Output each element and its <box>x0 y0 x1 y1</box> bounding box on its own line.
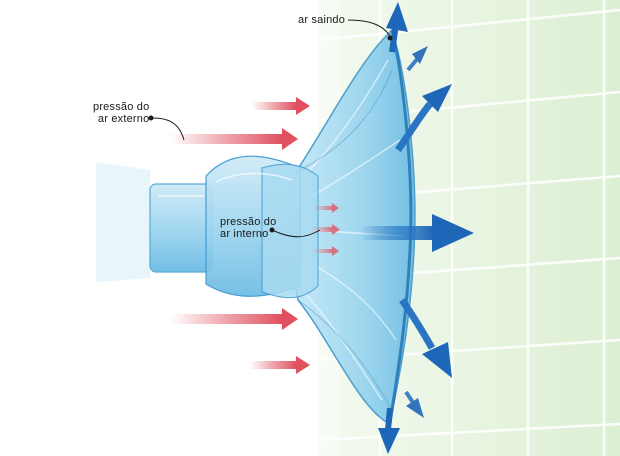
air-out-arrows <box>360 2 474 454</box>
label-external-pressure: pressão do ar externo <box>93 101 149 125</box>
internal-pressure-arrow <box>312 246 339 256</box>
air-out-arrow-bottom <box>378 407 400 454</box>
label-external-line2: ar externo <box>97 113 150 125</box>
callout-line-internal <box>271 229 321 238</box>
label-internal-pressure: pressão do ar interno <box>220 216 276 240</box>
callout-lines <box>148 19 393 238</box>
label-internal-line1: pressão do <box>220 216 277 228</box>
external-pressure-arrow <box>250 356 310 374</box>
callout-line-external <box>152 117 185 141</box>
internal-pressure-arrow <box>312 203 339 213</box>
external-pressure-arrow <box>170 308 298 330</box>
callout-dot-internal <box>269 227 275 233</box>
callout-dot-external <box>148 115 154 121</box>
label-air-out: ar saindo <box>298 14 345 26</box>
label-internal-line2: ar interno <box>220 228 269 240</box>
air-out-arrow-middle <box>360 214 474 252</box>
external-pressure-arrow <box>252 97 310 115</box>
suction-cup <box>290 28 416 426</box>
external-pressure-arrows <box>170 97 310 374</box>
label-external-line1: pressão do <box>93 101 150 113</box>
callout-dot-air-out <box>387 35 393 41</box>
air-out-arrow-upper <box>395 84 452 153</box>
label-air-out-text: ar saindo <box>298 14 346 26</box>
air-out-arrow-small-top <box>406 46 428 72</box>
air-out-arrow-small-bottom <box>404 390 424 418</box>
internal-pressure-arrow <box>310 224 340 235</box>
air-out-arrow-lower <box>399 297 452 378</box>
callout-line-air-out <box>347 19 391 37</box>
suction-cup-handle <box>96 155 319 299</box>
internal-pressure-arrows <box>310 203 340 256</box>
air-out-arrow-top <box>386 2 408 53</box>
external-pressure-arrow <box>170 128 298 150</box>
